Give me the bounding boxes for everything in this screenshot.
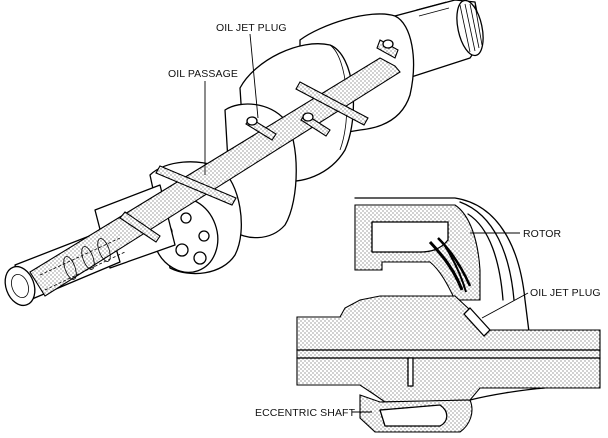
oil-jet-plug-right-leader [481,292,529,319]
oil-jet-plug-top-label: OIL JET PLUG [216,22,287,34]
shaft-section [296,295,601,403]
cross-section-inset [296,197,601,433]
oil-jet-plug-top-leader [249,33,259,119]
eccentric-shaft-isometric [4,0,484,307]
eccentric-shaft-label: ECCENTRIC SHAFT [255,407,356,419]
oil-jet-plug-right-label: OIL JET PLUG [530,287,601,299]
oil-jet-plug-section [463,307,491,337]
cross-drillings [119,39,399,243]
rotor-label: ROTOR [523,228,562,240]
oil-passage-label: OIL PASSAGE [168,68,238,80]
oil-jet-plugs [246,39,394,126]
oil-spray [428,237,472,293]
